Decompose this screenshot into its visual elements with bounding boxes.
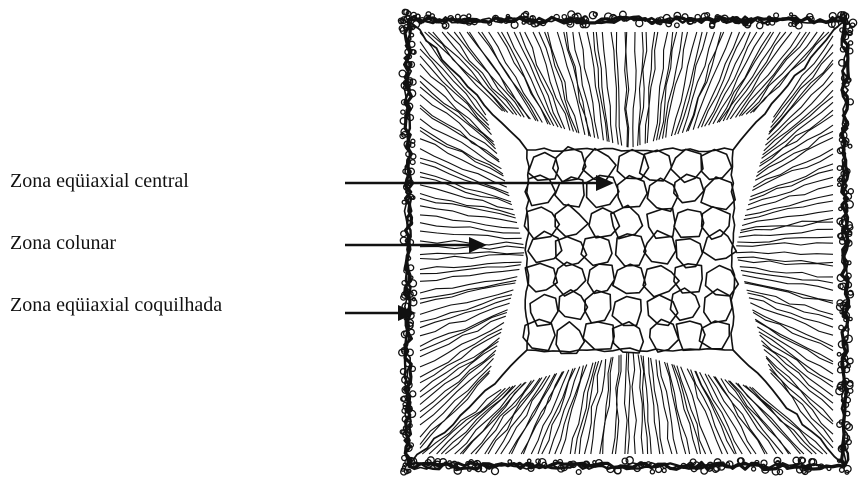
chill-grain bbox=[410, 391, 416, 397]
columnar-grain-boundary bbox=[737, 237, 833, 243]
columnar-grain-boundary bbox=[744, 282, 833, 301]
columnar-grain-boundary bbox=[681, 367, 712, 454]
chill-grain bbox=[849, 317, 852, 320]
chill-grain bbox=[593, 12, 597, 16]
columnar-grain-boundary bbox=[769, 64, 833, 135]
columnar-grain-boundary bbox=[502, 32, 551, 125]
chill-grain bbox=[701, 468, 708, 475]
chill-grain bbox=[840, 468, 845, 473]
chill-grain bbox=[840, 28, 844, 32]
chill-grain bbox=[400, 237, 407, 244]
columnar-grain-boundary bbox=[736, 252, 833, 254]
chill-grain bbox=[416, 14, 420, 18]
chill-grain bbox=[838, 183, 841, 186]
columnar-grain-boundary bbox=[738, 383, 804, 454]
columnar-grain-boundary bbox=[696, 371, 736, 454]
chill-grain bbox=[847, 261, 851, 265]
chill-grain bbox=[766, 22, 770, 26]
columnar-grain-boundary bbox=[638, 32, 644, 146]
columnar-grain-boundary bbox=[759, 332, 833, 382]
chill-grain bbox=[849, 41, 853, 45]
chill-grain bbox=[757, 23, 763, 29]
chill-grain bbox=[401, 110, 405, 114]
chill-grain bbox=[576, 470, 581, 475]
columnar-grain-boundary bbox=[740, 267, 833, 277]
arrow-columnar-head bbox=[469, 237, 487, 253]
columnar-grain-boundary bbox=[638, 354, 643, 454]
columnar-grain-boundary bbox=[420, 295, 512, 322]
columnar-grain-boundary bbox=[420, 81, 495, 145]
chill-grain bbox=[410, 33, 414, 37]
columnar-grain-boundary bbox=[677, 366, 706, 454]
chill-grain bbox=[752, 467, 756, 471]
chill-grain bbox=[492, 468, 499, 475]
columnar-grain-boundary bbox=[633, 32, 636, 147]
chill-grain bbox=[399, 70, 406, 77]
chill-grain bbox=[774, 13, 779, 18]
chill-grain bbox=[456, 14, 461, 19]
columnar-grain-boundary bbox=[611, 32, 618, 145]
chill-grain bbox=[790, 13, 793, 16]
corner-diagonal bbox=[410, 22, 527, 150]
columnar-grain-boundary bbox=[747, 290, 833, 315]
chill-grain bbox=[410, 160, 415, 165]
columnar-grain-boundary bbox=[420, 231, 522, 239]
chill-grain bbox=[847, 365, 850, 368]
columnar-grain-boundary bbox=[616, 32, 621, 146]
chill-grain bbox=[839, 325, 844, 330]
chill-grain bbox=[410, 280, 417, 287]
columnar-grain-boundary bbox=[625, 353, 628, 454]
chill-grain bbox=[562, 15, 566, 19]
columnar-grain-boundary bbox=[420, 280, 516, 299]
chill-grain bbox=[403, 403, 407, 407]
chill-grain bbox=[593, 461, 596, 464]
columnar-grain-boundary bbox=[420, 262, 522, 269]
columnar-grain-boundary bbox=[612, 355, 619, 454]
columnar-grain-boundary bbox=[616, 355, 622, 454]
chill-grain bbox=[847, 78, 851, 82]
chill-grain bbox=[522, 21, 525, 24]
label-central-equiaxed-zone: Zona eqüiaxial central bbox=[10, 171, 189, 191]
columnar-grain-boundary bbox=[686, 32, 721, 132]
central-equiaxed-zone-grains bbox=[523, 147, 738, 354]
label-columnar-zone: Zona colunar bbox=[10, 233, 116, 253]
chill-grain bbox=[662, 469, 666, 473]
columnar-grain-boundary bbox=[763, 345, 833, 403]
chill-grain bbox=[402, 200, 406, 204]
columnar-grain-boundary bbox=[420, 254, 524, 259]
columnar-grain-boundary bbox=[420, 194, 515, 216]
columnar-grain-boundary bbox=[736, 243, 833, 247]
chill-grain bbox=[837, 166, 842, 171]
chill-grain bbox=[845, 328, 849, 332]
columnar-grain-boundary bbox=[632, 353, 636, 454]
chill-grain bbox=[528, 459, 531, 462]
chill-grain bbox=[508, 460, 512, 464]
chill-grain bbox=[650, 470, 654, 474]
columnar-grain-boundary bbox=[767, 72, 833, 140]
chill-grain bbox=[848, 358, 854, 364]
chill-grain bbox=[467, 14, 471, 18]
columnar-grain-boundary bbox=[741, 218, 833, 230]
columnar-grain-boundary bbox=[628, 352, 630, 454]
columnar-grain-boundary bbox=[714, 376, 765, 454]
chill-grain bbox=[839, 207, 842, 210]
chill-grain bbox=[844, 318, 848, 322]
columnar-grain-boundary bbox=[748, 293, 834, 319]
chill-grain bbox=[675, 23, 680, 28]
chill-grain bbox=[837, 353, 841, 357]
chill-grain bbox=[848, 144, 852, 148]
columnar-grain-boundary bbox=[748, 177, 833, 205]
chill-grain bbox=[789, 23, 793, 27]
columnar-grain-boundary bbox=[420, 56, 490, 130]
label-chill-equiaxed-zone: Zona eqüiaxial coquilhada bbox=[10, 295, 222, 315]
columnar-grain-boundary bbox=[675, 32, 702, 135]
corner-diagonal bbox=[733, 350, 843, 464]
chill-grain bbox=[848, 189, 853, 194]
chill-grain bbox=[827, 467, 831, 471]
columnar-grain-boundary bbox=[437, 387, 511, 454]
